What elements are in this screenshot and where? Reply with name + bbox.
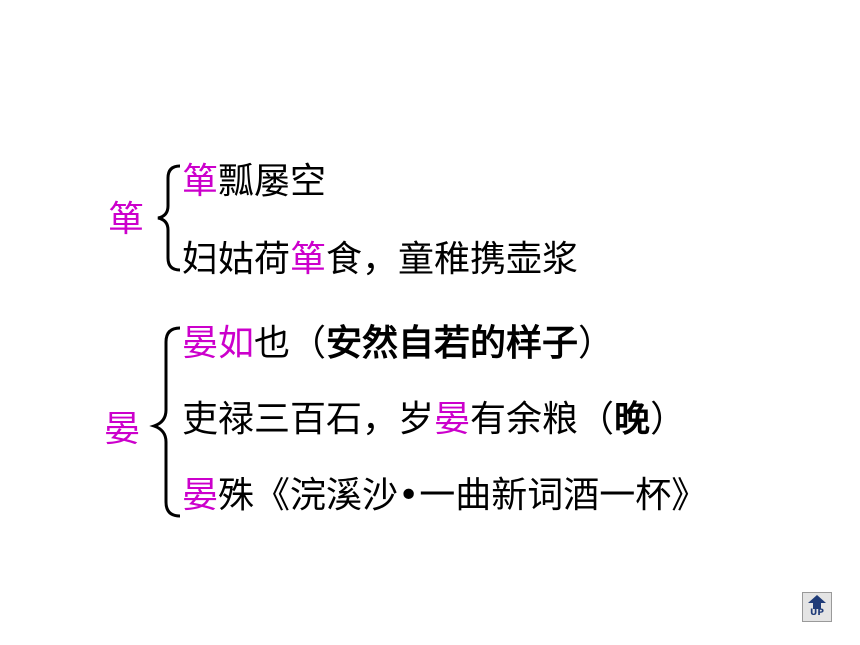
- line-highlight: 晏: [434, 399, 471, 440]
- line-text: 妇姑荷: [182, 239, 291, 280]
- group1-line2: 妇姑荷箪食，童稚携壶浆: [182, 238, 578, 282]
- line-highlight: 箪: [182, 161, 219, 202]
- line-text: ）: [650, 399, 687, 440]
- group2-line3: 晏殊《浣溪沙•一曲新词酒一杯》: [182, 474, 707, 518]
- group1-line1: 箪瓢屡空: [182, 160, 326, 204]
- group1-brace: [157, 164, 181, 272]
- line-text: 瓢屡空: [218, 161, 327, 202]
- group1-head-char: 箪: [108, 199, 145, 240]
- line-text: ）: [578, 323, 615, 364]
- line-text: 吏禄三百石，岁: [182, 399, 435, 440]
- line-gloss-bold: 晚: [614, 399, 651, 440]
- line-text: 有余粮（: [470, 399, 615, 440]
- line-text: 食，童稚携壶浆: [326, 239, 579, 280]
- group2-brace: [149, 326, 181, 518]
- line-text: 也（: [254, 323, 327, 364]
- up-button[interactable]: UP: [802, 592, 832, 622]
- group2-head-char: 晏: [104, 409, 141, 450]
- group2-line1: 晏如也（安然自若的样子）: [182, 322, 614, 366]
- up-arrow-icon: [808, 595, 826, 609]
- up-label: UP: [810, 608, 824, 618]
- line-text: 殊《浣溪沙•一曲新词酒一杯》: [218, 475, 708, 516]
- line-highlight: 晏: [182, 475, 219, 516]
- line-highlight: 晏如: [182, 323, 255, 364]
- line-gloss-bold: 安然自若的样子: [326, 323, 579, 364]
- group2-line2: 吏禄三百石，岁晏有余粮（晚）: [182, 398, 686, 442]
- line-highlight: 箪: [290, 239, 327, 280]
